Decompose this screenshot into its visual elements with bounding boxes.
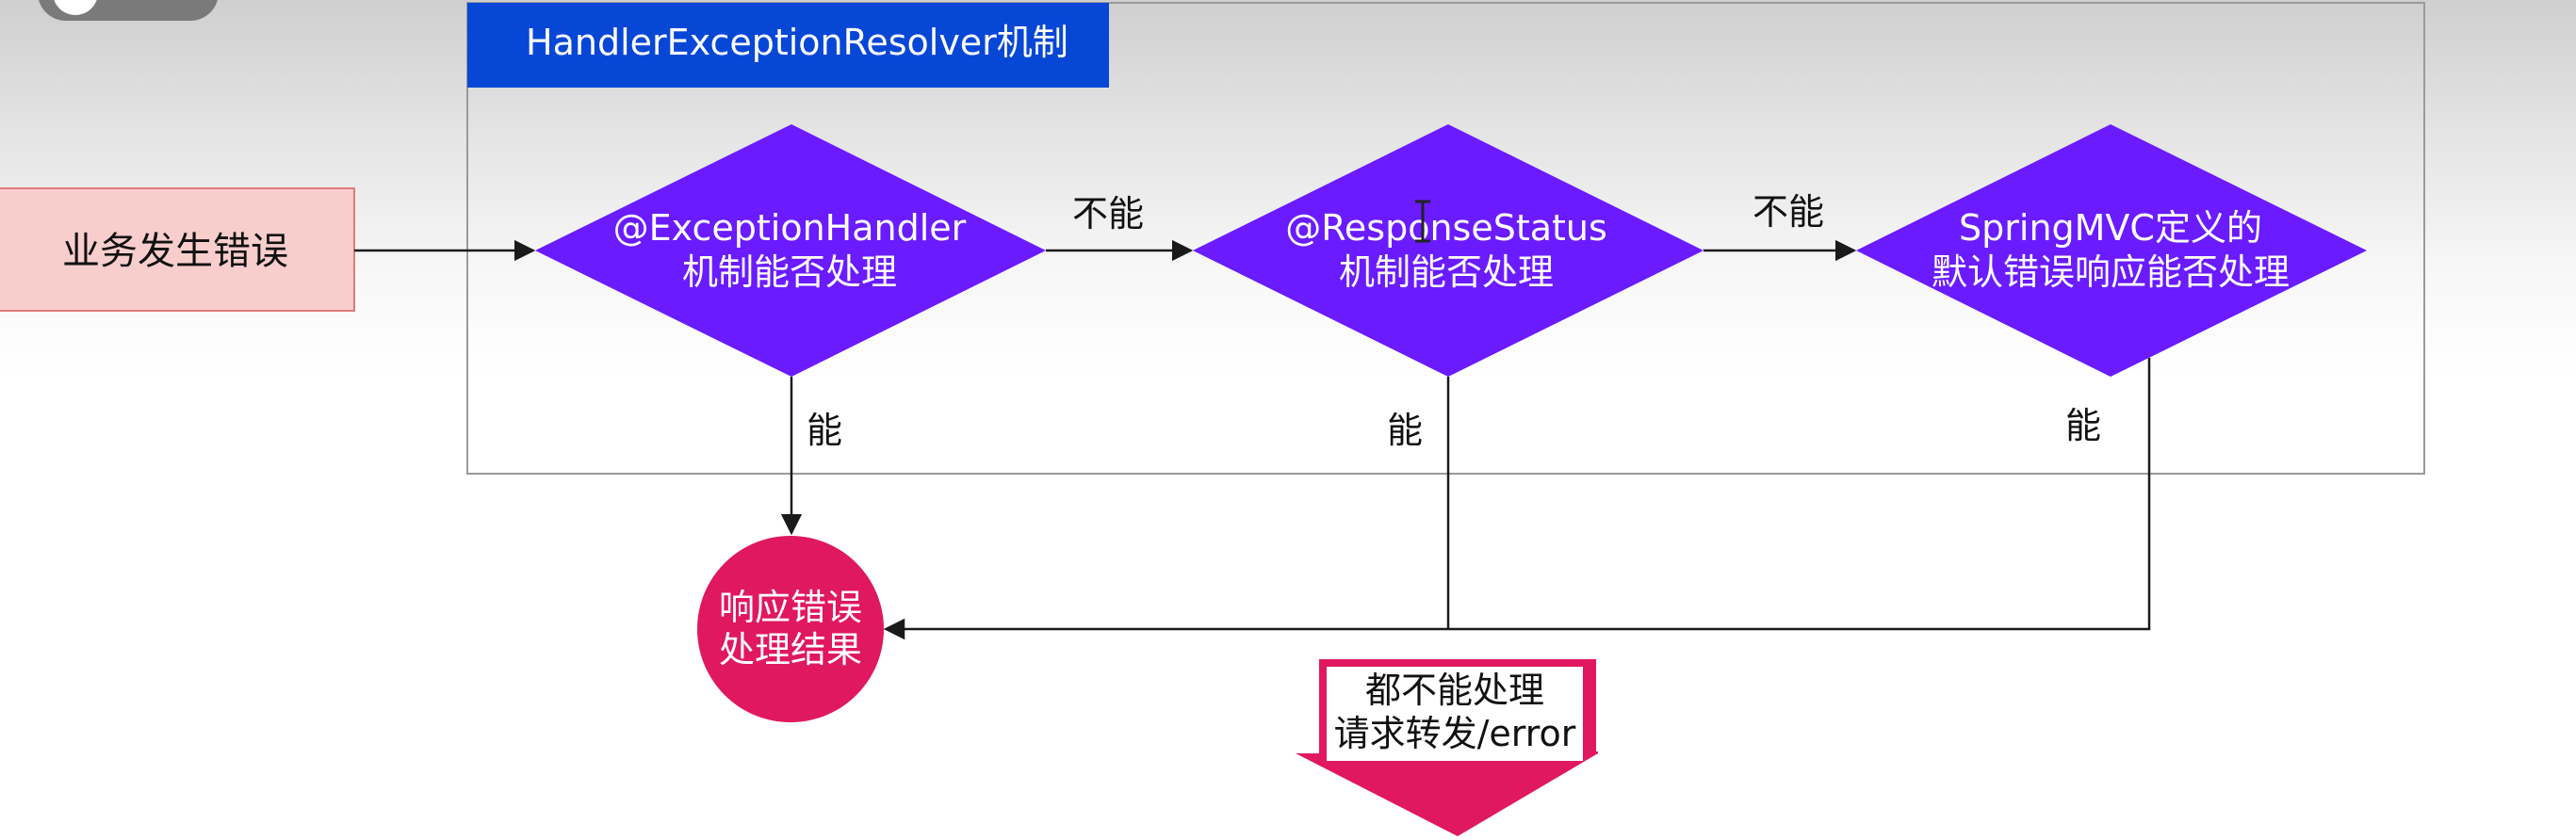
- edge-label-yes-2: 能: [1387, 410, 1423, 451]
- decision-2-line1: @ResponseStatus: [1285, 207, 1607, 249]
- edge-label-no-1: 不能: [1072, 193, 1144, 234]
- decision-response-status[interactable]: [1193, 124, 1704, 377]
- edge-label-yes-3: 能: [2065, 405, 2101, 446]
- decision-1-line1: @ExceptionHandler: [613, 207, 967, 249]
- decision-2-line2: 机制能否处理: [1339, 251, 1554, 293]
- fallback-line2: 请求转发/error: [1334, 713, 1576, 754]
- decision-exception-handler[interactable]: [535, 124, 1046, 377]
- edge-decision-3-down: [1448, 358, 2151, 631]
- start-node[interactable]: [0, 187, 355, 312]
- text-cursor-icon: [1415, 200, 1430, 243]
- edge-label-no-2: 不能: [1753, 191, 1824, 233]
- decision-springmvc-default[interactable]: [1856, 124, 2367, 377]
- window-control-dot-icon: [54, 0, 97, 15]
- fallback-line1: 都不能处理: [1365, 670, 1544, 711]
- group-header: [467, 3, 1109, 88]
- result-line1: 响应错误: [719, 587, 862, 628]
- result-line2: 处理结果: [719, 629, 862, 670]
- edge-label-yes-1: 能: [807, 410, 842, 451]
- decision-1-line2: 机制能否处理: [682, 251, 897, 293]
- group-container: [466, 2, 2425, 475]
- result-node[interactable]: [697, 536, 884, 722]
- group-title: HandlerExceptionResolver机制: [526, 22, 1068, 63]
- decision-3-line1: SpringMVC定义的: [1959, 207, 2262, 249]
- start-label: 业务发生错误: [62, 230, 288, 273]
- fallback-label-box: [1327, 667, 1583, 761]
- decision-3-line2: 默认错误响应能否处理: [1932, 251, 2290, 293]
